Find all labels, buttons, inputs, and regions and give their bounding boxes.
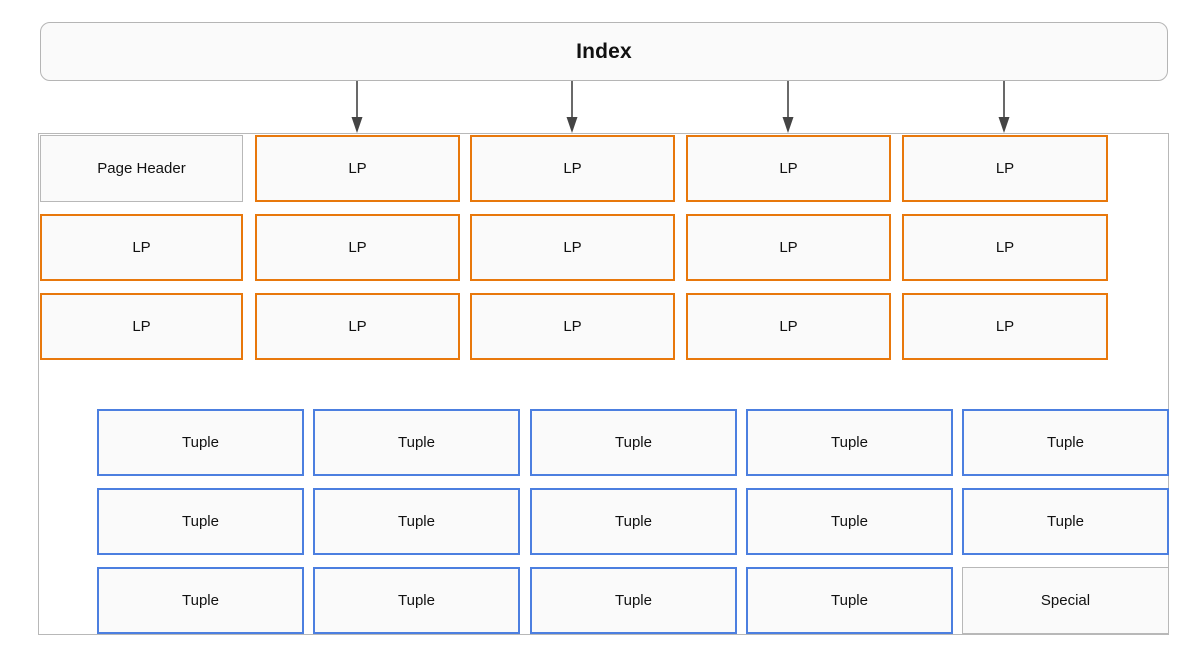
index-to-page-arrow-2 — [564, 81, 580, 134]
tuple-box-r2-c4[interactable]: Tuple — [746, 488, 953, 555]
tuple-box-r1-c4[interactable]: Tuple — [746, 409, 953, 476]
tuple-box-r1-c5[interactable]: Tuple — [962, 409, 1169, 476]
line-pointer-box-r3-c3[interactable]: LP — [470, 293, 675, 360]
tuple-box-r2-c1[interactable]: Tuple — [97, 488, 304, 555]
tuple-box-r1-c1-label: Tuple — [182, 434, 219, 451]
line-pointer-box-r2-c1[interactable]: LP — [40, 214, 243, 281]
line-pointer-box-r2-c5[interactable]: LP — [902, 214, 1108, 281]
tuple-box-r1-c4-label: Tuple — [831, 434, 868, 451]
line-pointer-box-r3-c1[interactable]: LP — [40, 293, 243, 360]
special-box-label: Special — [1040, 592, 1091, 609]
line-pointer-box-r2-c3-label: LP — [563, 239, 582, 256]
line-pointer-box-r1-c5-label: LP — [995, 160, 1015, 177]
tuple-box-r2-c3[interactable]: Tuple — [530, 488, 737, 555]
index-label: Index — [576, 39, 632, 63]
tuple-box-r3-c1[interactable]: Tuple — [97, 567, 304, 634]
tuple-box-r2-c5-label: Tuple — [1047, 513, 1084, 530]
line-pointer-box-r1-c4-label: LP — [779, 160, 798, 177]
page-header-box-label: Page Header — [97, 160, 186, 177]
line-pointer-box-r3-c3-label: LP — [563, 318, 582, 335]
line-pointer-box-r3-c5[interactable]: LP — [902, 293, 1108, 360]
tuple-box-r1-c2[interactable]: Tuple — [313, 409, 520, 476]
line-pointer-box-r3-c1-label: LP — [132, 318, 151, 335]
tuple-box-r1-c2-label: Tuple — [398, 434, 435, 451]
tuple-box-r1-c1[interactable]: Tuple — [97, 409, 304, 476]
line-pointer-box-r3-c4[interactable]: LP — [686, 293, 891, 360]
tuple-box-r1-c3-label: Tuple — [615, 434, 652, 451]
tuple-box-r2-c5[interactable]: Tuple — [962, 488, 1169, 555]
line-pointer-box-r2-c2[interactable]: LP — [255, 214, 460, 281]
line-pointer-box-r2-c4[interactable]: LP — [686, 214, 891, 281]
line-pointer-box-r1-c2[interactable]: LP — [255, 135, 460, 202]
line-pointer-box-r2-c2-label: LP — [348, 239, 367, 256]
tuple-box-r2-c4-label: Tuple — [831, 513, 868, 530]
line-pointer-box-r2-c3[interactable]: LP — [470, 214, 675, 281]
special-box[interactable]: Special — [962, 567, 1169, 634]
index-to-page-arrow-4 — [996, 81, 1012, 134]
line-pointer-box-r1-c3[interactable]: LP — [470, 135, 675, 202]
index-to-page-arrow-1 — [349, 81, 365, 134]
tuple-box-r3-c2[interactable]: Tuple — [313, 567, 520, 634]
tuple-box-r3-c4[interactable]: Tuple — [746, 567, 953, 634]
line-pointer-box-r1-c5[interactable]: LP — [902, 135, 1108, 202]
line-pointer-box-r3-c2[interactable]: LP — [255, 293, 460, 360]
line-pointer-box-r2-c1-label: LP — [132, 239, 151, 256]
line-pointer-box-r1-c3-label: LP — [563, 160, 582, 177]
tuple-box-r3-c3-label: Tuple — [615, 592, 652, 609]
line-pointer-box-r2-c4-label: LP — [779, 239, 798, 256]
line-pointer-box-r3-c4-label: LP — [779, 318, 798, 335]
line-pointer-box-r1-c2-label: LP — [348, 160, 367, 177]
tuple-box-r3-c4-label: Tuple — [831, 592, 868, 609]
tuple-box-r2-c2-label: Tuple — [398, 513, 435, 530]
tuple-box-r1-c3[interactable]: Tuple — [530, 409, 737, 476]
page-container — [38, 133, 1169, 635]
tuple-box-r3-c1-label: Tuple — [182, 592, 219, 609]
line-pointer-box-r1-c4[interactable]: LP — [686, 135, 891, 202]
tuple-box-r2-c1-label: Tuple — [182, 513, 219, 530]
line-pointer-box-r3-c2-label: LP — [348, 318, 367, 335]
tuple-box-r3-c3[interactable]: Tuple — [530, 567, 737, 634]
tuple-box-r2-c3-label: Tuple — [615, 513, 652, 530]
tuple-box-r1-c5-label: Tuple — [1047, 434, 1084, 451]
line-pointer-box-r2-c5-label: LP — [995, 239, 1015, 256]
tuple-box-r3-c2-label: Tuple — [398, 592, 435, 609]
index-to-page-arrow-3 — [780, 81, 796, 134]
tuple-box-r2-c2[interactable]: Tuple — [313, 488, 520, 555]
line-pointer-box-r3-c5-label: LP — [995, 318, 1015, 335]
index-bar: Index — [40, 22, 1168, 81]
page-header-box[interactable]: Page Header — [40, 135, 243, 202]
